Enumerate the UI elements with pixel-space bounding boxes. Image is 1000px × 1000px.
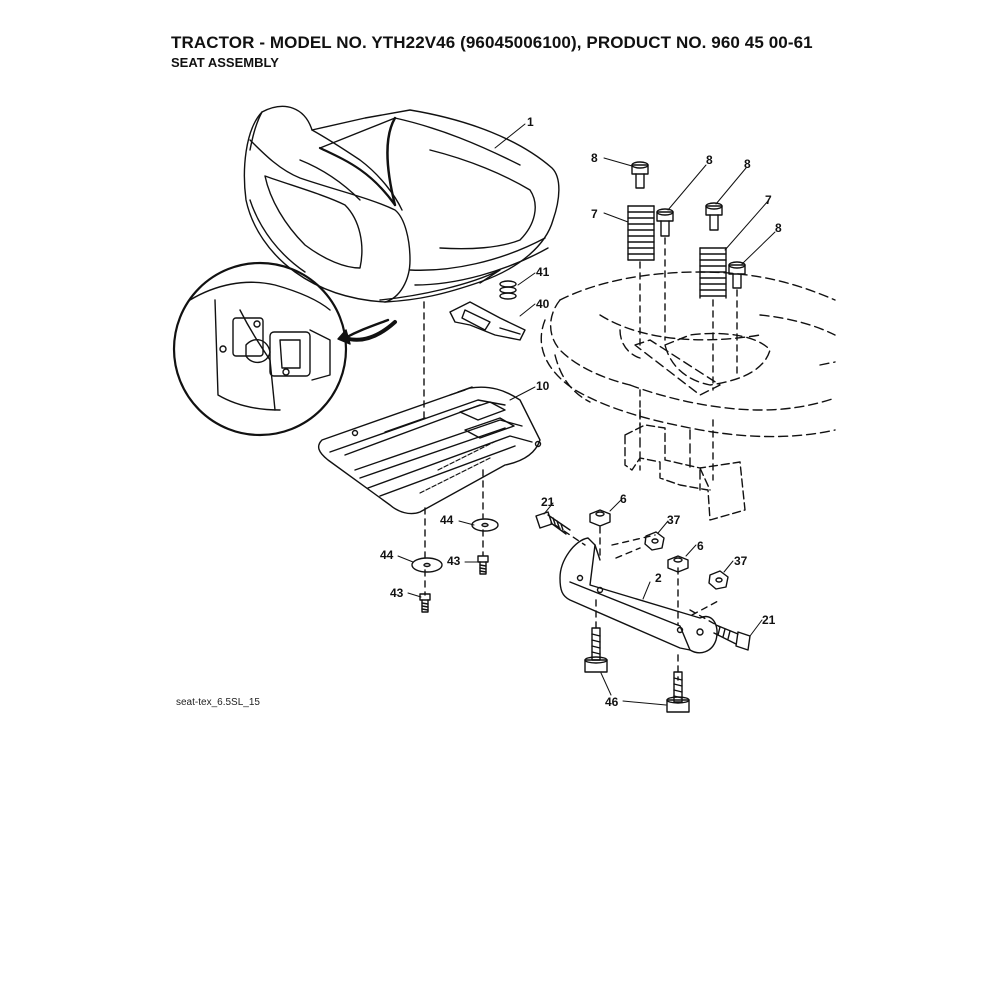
page-subtitle: SEAT ASSEMBLY — [171, 55, 279, 70]
shoulder-bolt-2 — [656, 208, 674, 237]
callout-21b: 21 — [762, 613, 776, 627]
callout-10: 10 — [536, 379, 550, 393]
seat-spring-left — [627, 205, 655, 261]
seat-cushion — [243, 105, 560, 303]
lock-nut-upper — [644, 531, 665, 551]
callout-21a: 21 — [541, 495, 555, 509]
bolt-upper — [477, 555, 489, 575]
hex-nut-upper — [589, 509, 611, 527]
seat-hinge-bracket — [559, 537, 718, 654]
callout-43b: 43 — [390, 586, 404, 600]
lock-nut-lower — [708, 570, 729, 590]
callout-8d: 8 — [775, 221, 782, 235]
seat-spring-right — [699, 247, 727, 299]
fender-bracket — [624, 424, 746, 521]
callout-46: 46 — [605, 695, 619, 709]
callout-44b: 44 — [380, 548, 394, 562]
washer-lower — [411, 557, 443, 573]
callout-8a: 8 — [591, 151, 598, 165]
callout-6a: 6 — [620, 492, 627, 506]
detail-arrow — [337, 320, 397, 345]
switch-bracket — [449, 301, 526, 341]
shoulder-bolt-1 — [631, 161, 649, 189]
flange-bolt-right — [666, 671, 690, 713]
shoulder-bolt-3 — [705, 202, 723, 231]
callout-41: 41 — [536, 265, 550, 279]
hex-nut-lower — [667, 555, 689, 573]
callout-37a: 37 — [667, 513, 681, 527]
seat-pan-adjust-slots — [419, 440, 497, 494]
callout-1: 1 — [527, 115, 534, 129]
callout-7a: 7 — [591, 207, 598, 221]
seat-pan — [317, 386, 542, 515]
shoulder-bolt-4 — [728, 261, 746, 289]
washer-upper — [471, 518, 499, 532]
callout-43a: 43 — [447, 554, 461, 568]
callout-7b: 7 — [765, 193, 772, 207]
hinge-bolt-left — [535, 511, 571, 535]
fender-outline — [540, 271, 836, 491]
callout-37b: 37 — [734, 554, 748, 568]
callout-6b: 6 — [697, 539, 704, 553]
hinge-bolt-right — [713, 624, 751, 651]
callout-labels: 1 8 8 8 8 7 7 41 40 10 21 6 37 6 37 2 21… — [380, 115, 782, 709]
callout-44a: 44 — [440, 513, 454, 527]
small-spring — [499, 280, 517, 300]
leader-lines — [397, 123, 776, 706]
callout-2: 2 — [655, 571, 662, 585]
callout-40: 40 — [536, 297, 550, 311]
bolt-lower — [419, 593, 431, 613]
flange-bolt-left — [584, 627, 608, 673]
callout-8b: 8 — [706, 153, 713, 167]
page-title: TRACTOR - MODEL NO. YTH22V46 (9604500610… — [171, 33, 813, 52]
detail-magnifier — [172, 261, 390, 437]
figure-reference: seat-tex_6.5SL_15 — [176, 697, 260, 708]
diagram-header: TRACTOR - MODEL NO. YTH22V46 (9604500610… — [171, 33, 813, 70]
callout-8c: 8 — [744, 157, 751, 171]
